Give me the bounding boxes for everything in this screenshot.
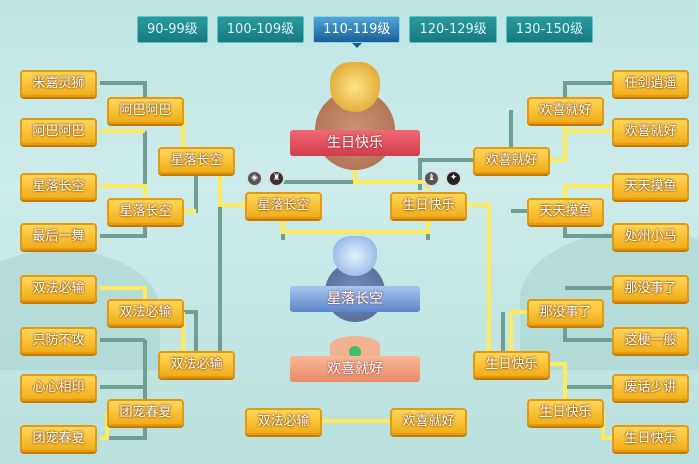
right-r2-team[interactable]: 生日快乐 xyxy=(527,399,604,426)
left-r2-team[interactable]: 团宠春夏 xyxy=(107,399,184,426)
right-r1-team[interactable]: 废话少讲 xyxy=(612,374,689,401)
tab-120-129[interactable]: 120-129级 xyxy=(409,16,497,43)
gem-icon xyxy=(349,346,361,358)
left-r1-team[interactable]: 米嘉灵狮 xyxy=(20,70,97,97)
right-r1-team[interactable]: 任剑逍遥 xyxy=(612,70,689,97)
left-r1-team[interactable]: 星落长空 xyxy=(20,173,97,200)
tab-100-109[interactable]: 100-109级 xyxy=(216,16,305,43)
left-r1-team[interactable]: 团宠春夏 xyxy=(20,425,97,452)
right-r1-team[interactable]: 这梗一般 xyxy=(612,327,689,354)
runner-up-banner: 星落长空 xyxy=(290,286,420,312)
right-r3-team[interactable]: 欢喜就好 xyxy=(473,147,550,174)
right-r1-team[interactable]: 欢喜就好 xyxy=(612,118,689,145)
silver-dragon-crest-icon xyxy=(333,236,377,276)
tab-90-99[interactable]: 90-99级 xyxy=(137,16,208,43)
right-r2-team[interactable]: 欢喜就好 xyxy=(527,97,604,124)
third-place-banner: 欢喜就好 xyxy=(290,356,420,382)
class-icon: ◈ xyxy=(246,170,263,187)
right-r2-team[interactable]: 那没事了 xyxy=(527,299,604,326)
left-semi-team[interactable]: 星落长空 xyxy=(245,192,322,219)
left-r3-team[interactable]: 双法必输 xyxy=(158,351,235,378)
class-icon: ♝ xyxy=(423,170,440,187)
right-r2-team[interactable]: 天天摸鱼 xyxy=(527,198,604,225)
left-r2-team[interactable]: 双法必输 xyxy=(107,299,184,326)
left-r1-team[interactable]: 心心相印 xyxy=(20,374,97,401)
right-semi-team[interactable]: 生日快乐 xyxy=(390,192,467,219)
right-r1-team[interactable]: 处州小马 xyxy=(612,223,689,250)
gold-dragon-crest-icon xyxy=(330,62,380,112)
class-icon: ♜ xyxy=(268,170,285,187)
class-icon: ✦ xyxy=(445,170,462,187)
third-match-team[interactable]: 欢喜就好 xyxy=(390,408,467,435)
third-match-team[interactable]: 双法必输 xyxy=(245,408,322,435)
champion-banner: 生日快乐 xyxy=(290,130,420,156)
left-r1-team[interactable]: 最后一舞 xyxy=(20,223,97,250)
left-r1-team[interactable]: 只防不攻 xyxy=(20,327,97,354)
tab-130-150[interactable]: 130-150级 xyxy=(505,16,594,43)
left-r3-team[interactable]: 星落长空 xyxy=(158,147,235,174)
right-r3-team[interactable]: 生日快乐 xyxy=(473,351,550,378)
level-tabs: 90-99级 100-109级 110-119级 120-129级 130-15… xyxy=(137,16,594,48)
left-r1-team[interactable]: 阿巴阿巴 xyxy=(20,118,97,145)
right-r1-team[interactable]: 天天摸鱼 xyxy=(612,173,689,200)
right-r1-team[interactable]: 生日快乐 xyxy=(612,425,689,452)
right-r1-team[interactable]: 那没事了 xyxy=(612,275,689,302)
left-r2-team[interactable]: 星落长空 xyxy=(107,198,184,225)
left-r2-team[interactable]: 阿巴阿巴 xyxy=(107,97,184,124)
tab-110-119[interactable]: 110-119级 xyxy=(313,16,401,48)
left-r1-team[interactable]: 双法必输 xyxy=(20,275,97,302)
